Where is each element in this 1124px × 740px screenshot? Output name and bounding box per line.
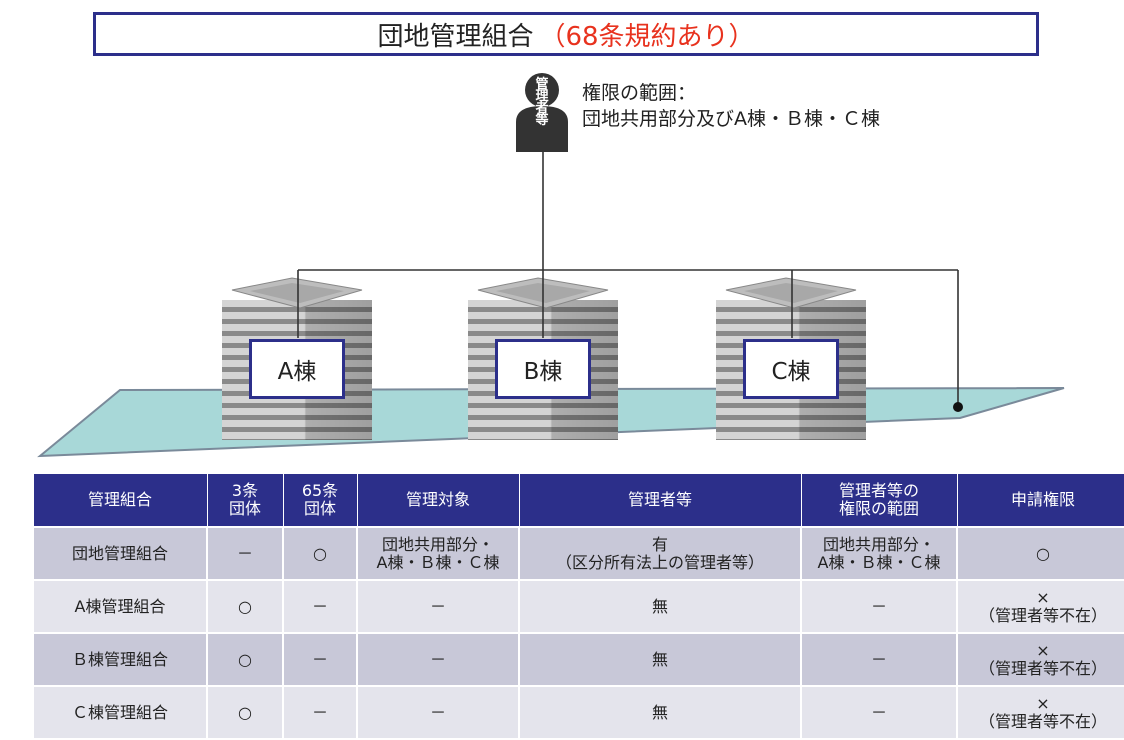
table-cell: Ｂ棟管理組合 [32, 632, 208, 687]
management-table: 管理組合 3条 団体 65条 団体 管理対象 管理者等 管理者等の 権限の範囲 … [32, 473, 1124, 740]
table-cell: － [356, 632, 520, 687]
table-cell: 団地共用部分・ A棟・Ｂ棟・Ｃ棟 [800, 526, 958, 581]
table-cell: － [282, 632, 358, 687]
table-header: 管理者等 [518, 473, 802, 528]
table-cell: ○ [282, 526, 358, 581]
table-row: Ｃ棟管理組合 ○ － － 無 － × （管理者等不在） [32, 685, 1124, 740]
table-cell: Ｃ棟管理組合 [32, 685, 208, 740]
table-cell: × （管理者等不在） [956, 579, 1124, 634]
table-header: 管理対象 [356, 473, 520, 528]
table-cell: － [356, 579, 520, 634]
connector-lines [297, 150, 959, 406]
table-cell: ○ [206, 579, 284, 634]
manager-scope: 権限の範囲： 団地共用部分及びA棟・Ｂ棟・Ｃ棟 [582, 80, 880, 132]
table-header: 申請権限 [956, 473, 1124, 528]
table-cell: ○ [206, 632, 284, 687]
table-cell: 有 （区分所有法上の管理者等） [518, 526, 802, 581]
table-row: 団地管理組合 － ○ 団地共用部分・ A棟・Ｂ棟・Ｃ棟 有 （区分所有法上の管理… [32, 526, 1124, 581]
title-box: 団地管理組合（68条規約あり） [93, 12, 1039, 56]
site-diagram [37, 150, 1065, 458]
table-cell: － [206, 526, 284, 581]
table-header: 65条 団体 [282, 473, 358, 528]
table-cell: － [800, 632, 958, 687]
table-row: A棟管理組合 ○ － － 無 － × （管理者等不在） [32, 579, 1124, 634]
manager-icon [516, 73, 568, 152]
title-note: （68条規約あり） [539, 21, 755, 52]
table-cell: 無 [518, 579, 802, 634]
scope-value: 団地共用部分及びA棟・Ｂ棟・Ｃ棟 [582, 108, 880, 130]
building-label-b: B棟 [495, 339, 591, 399]
table-cell: 団地共用部分・ A棟・Ｂ棟・Ｃ棟 [356, 526, 520, 581]
table-cell: － [800, 685, 958, 740]
table-cell: － [356, 685, 520, 740]
table-cell: A棟管理組合 [32, 579, 208, 634]
table-header: 管理組合 [32, 473, 208, 528]
table-header: 管理者等の 権限の範囲 [800, 473, 958, 528]
table-cell: × （管理者等不在） [956, 685, 1124, 740]
manager-icon-text: 管 理 者 等 [535, 77, 549, 128]
table-header-row: 管理組合 3条 団体 65条 団体 管理対象 管理者等 管理者等の 権限の範囲 … [32, 473, 1124, 528]
title-main: 団地管理組合 [377, 21, 534, 52]
table-cell: ○ [956, 526, 1124, 581]
site-marker [953, 402, 963, 412]
scope-label: 権限の範囲： [582, 82, 697, 104]
table-cell: × （管理者等不在） [956, 632, 1124, 687]
building-a [222, 277, 372, 440]
table-cell: － [282, 579, 358, 634]
table-cell: 無 [518, 632, 802, 687]
table-cell: 団地管理組合 [32, 526, 208, 581]
building-label-a: A棟 [249, 339, 345, 399]
table-cell: ○ [206, 685, 284, 740]
table-cell: － [282, 685, 358, 740]
table-row: Ｂ棟管理組合 ○ － － 無 － × （管理者等不在） [32, 632, 1124, 687]
table-cell: 無 [518, 685, 802, 740]
table-cell: － [800, 579, 958, 634]
table-header: 3条 団体 [206, 473, 284, 528]
building-label-c: C棟 [743, 339, 839, 399]
